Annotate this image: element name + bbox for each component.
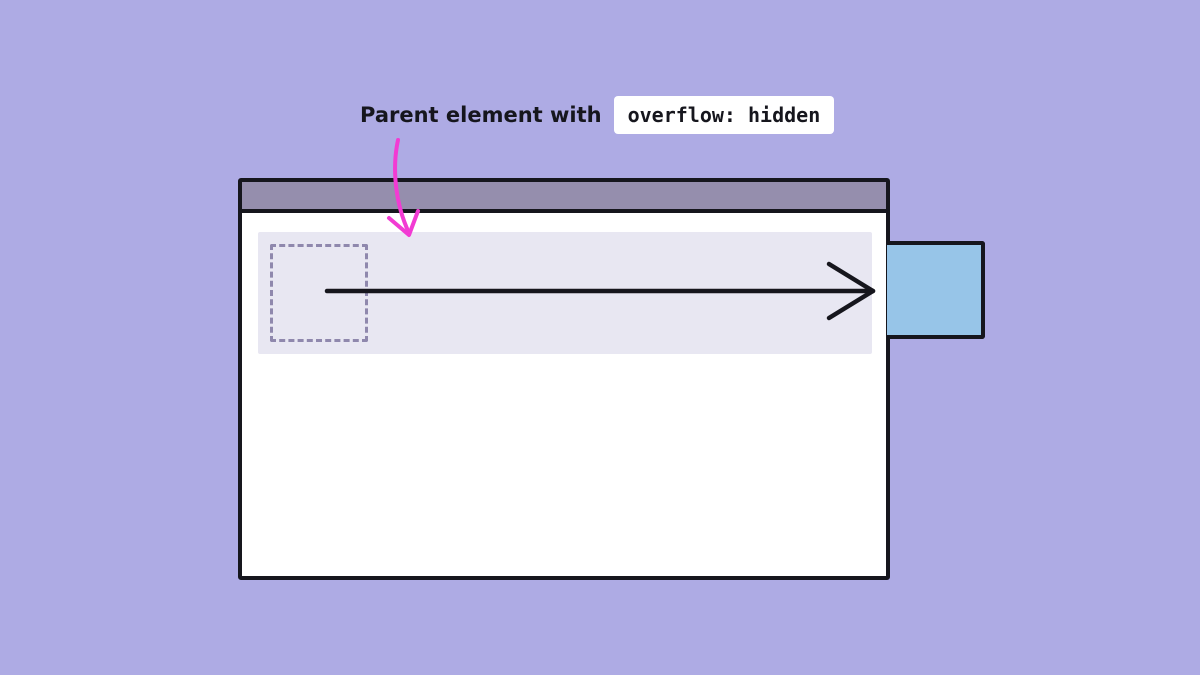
window-titlebar bbox=[242, 182, 886, 213]
child-start-position bbox=[270, 244, 368, 342]
overflowing-child-box bbox=[887, 241, 985, 339]
annotation: Parent element with overflow: hidden bbox=[360, 96, 835, 134]
annotation-label: Parent element with bbox=[360, 103, 602, 127]
code-chip: overflow: hidden bbox=[613, 96, 835, 134]
parent-element-window bbox=[238, 178, 890, 580]
